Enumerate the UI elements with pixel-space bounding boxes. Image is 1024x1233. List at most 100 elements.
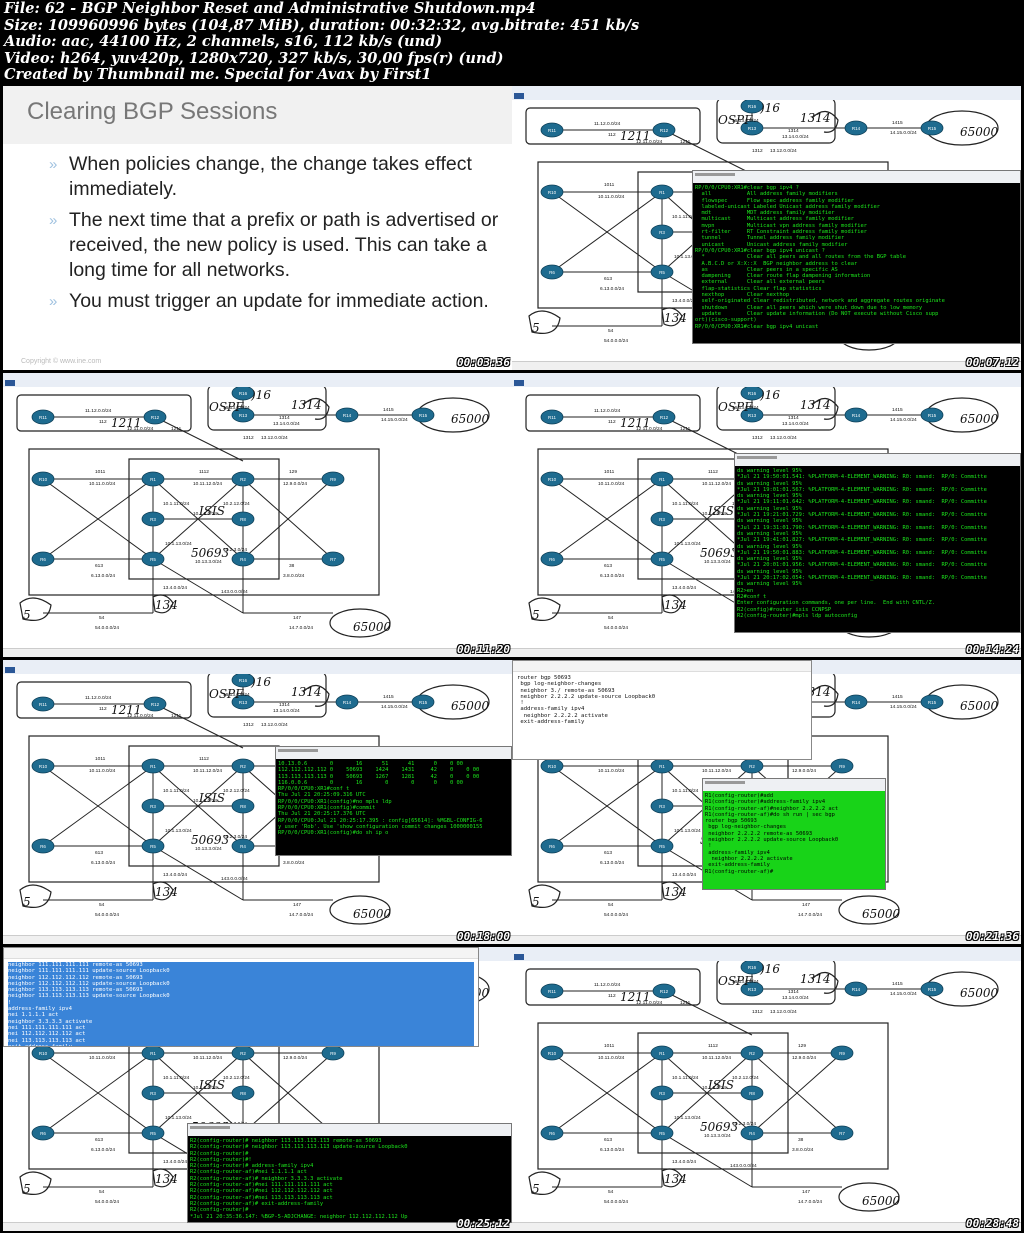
timestamp: 00:07:12: [966, 356, 1019, 369]
terminal-window[interactable]: ds warning level 95%*Jul 21 19:50:01.541…: [734, 453, 1021, 633]
terminal-line: *Jul 21 19:11:01.642: %PLATFORM-4-ELEMEN…: [737, 499, 987, 506]
router-label: R1: [659, 190, 665, 195]
subnet-label: 13.4.0.0/24: [163, 585, 187, 591]
terminal-line: R2(config-router)# address-family ipv4: [190, 1163, 314, 1170]
terminal-line: as Clear peers in a specific AS: [695, 266, 838, 273]
handwritten-label: 65000: [960, 699, 999, 713]
handwritten-label: 134: [155, 885, 178, 899]
ribbon-tabs[interactable]: [5, 380, 65, 386]
router-label: R1: [659, 1051, 665, 1056]
terminal-window[interactable]: RP/0/0/CPU0:XR1#clear bgp ipv4 ? all All…: [692, 170, 1021, 344]
router-label: R3: [150, 804, 156, 809]
subnet-label: 10.1.13.0/24: [165, 828, 192, 834]
terminal-line: *Jul 21 19:21:01.729: %PLATFORM-4-ELEMEN…: [737, 512, 987, 519]
as134-blob: [661, 881, 683, 901]
router-icon: R16: [740, 100, 764, 114]
router-label: R5: [150, 557, 156, 562]
as65000b-ellipse: [838, 895, 900, 925]
router-icon: R2: [740, 1045, 764, 1061]
subnet-label: 16.13.0.0/24: [732, 118, 759, 124]
notepad-titlebar[interactable]: [4, 948, 478, 959]
handwritten-label: 134: [155, 598, 178, 612]
paint-ribbon[interactable]: [3, 373, 512, 388]
thumb-paint-4: R11R12R16R13R14R15R10R1R2R9R3R8R6R5R4R7 …: [512, 373, 1021, 657]
router-label: R16: [748, 965, 757, 970]
router-icon: R10: [31, 1045, 55, 1061]
terminal-window[interactable]: R2(config-router)# neighbor 113.113.113.…: [187, 1123, 512, 1223]
ribbon-tabs[interactable]: [514, 954, 574, 960]
paint-ribbon[interactable]: [512, 947, 1021, 962]
handwritten-label: 5: [23, 895, 31, 909]
handwritten-label: OSPF: [718, 400, 753, 414]
router-label: R9: [839, 764, 845, 769]
paint-statusbar: [512, 648, 1021, 657]
subnet-label: 38: [289, 563, 295, 569]
subnet-label: 13.12.0.0/24: [770, 148, 797, 154]
router-label: R10: [548, 190, 557, 195]
subnet-label: 10.11.12.0/24: [702, 1055, 731, 1061]
subnet-label: 613: [604, 850, 612, 856]
router-label: R5: [150, 844, 156, 849]
router-icon: R11: [540, 983, 564, 999]
notepad-line: neighbor 112.112.112.112 update-source L…: [8, 980, 474, 988]
router-label: R3: [150, 1091, 156, 1096]
ribbon-tabs[interactable]: [514, 93, 574, 99]
router-label: R1: [150, 764, 156, 769]
ribbon-tabs[interactable]: [5, 667, 65, 673]
paint-ribbon[interactable]: [512, 373, 1021, 388]
handwritten-label: )16: [759, 388, 780, 402]
notepad-window[interactable]: neighbor 111.111.111.111 remote-as 50693…: [3, 947, 479, 1047]
video-info-header: File: 62 - BGP Neighbor Reset and Admini…: [0, 0, 1024, 84]
terminal-titlebar[interactable]: [276, 747, 511, 759]
subnet-label: 10.1.13.0/24: [674, 541, 701, 547]
terminal-line: A.B.C.D or X:X::X BGP neighbor address t…: [695, 260, 858, 267]
router-icon: R3: [650, 798, 674, 814]
notepad-titlebar[interactable]: [513, 661, 811, 672]
router-label: R5: [659, 557, 665, 562]
notepad-line: router bgp 50693: [517, 675, 571, 681]
subnet-label: 1211: [171, 426, 182, 432]
handwritten-label: 65000: [960, 986, 999, 1000]
router-label: R11: [548, 989, 556, 994]
handwritten-label: 1314: [291, 398, 322, 412]
terminal-line: y user 'Rob'. Use 'show configuration co…: [278, 823, 483, 830]
terminal-titlebar[interactable]: [735, 454, 1020, 466]
router-label: R16: [748, 104, 757, 109]
terminal-line: R1(config-router-af)#: [705, 868, 774, 875]
terminal-line: RP/0/0/CPU0:XR1#clear bgp ipv4 ?: [695, 185, 799, 191]
router-icon: R9: [321, 471, 345, 487]
thumb-paint-2: R11R12R16R13R14R15R10R1R2R9R3R8R6R5R4R7 …: [512, 86, 1021, 370]
router-label: R12: [151, 415, 160, 420]
router-icon: R13: [231, 694, 255, 710]
router-icon: R1: [650, 1045, 674, 1061]
bullet-text: When policies change, the change takes e…: [69, 153, 472, 200]
ribbon-tabs[interactable]: [514, 380, 574, 386]
router-label: R14: [852, 413, 861, 418]
router-label: R3: [150, 517, 156, 522]
subnet-label: 14.15.0.0/24: [381, 704, 408, 710]
notepad-window[interactable]: router bgp 50693 bgp log-neighbor-change…: [512, 660, 812, 760]
subnet-label: 6.13.0.0/24: [600, 573, 624, 579]
router-icon: R10: [31, 471, 55, 487]
terminal-titlebar[interactable]: [703, 779, 885, 791]
terminal-line: address-family ipv4: [705, 849, 770, 856]
terminal-titlebar[interactable]: [188, 1124, 511, 1136]
paint-ribbon[interactable]: [3, 660, 512, 675]
subnet-label: 11.12.0.0/24: [594, 408, 621, 414]
terminal-line: ds warning level 95%: [737, 493, 802, 500]
handwritten-label: 5: [23, 1182, 31, 1196]
router-label: R1: [659, 764, 665, 769]
router-icon: R6: [540, 551, 564, 567]
subnet-label: 10.2.12.0/24: [223, 788, 250, 794]
router-icon: R9: [321, 1045, 345, 1061]
subnet-label: 1011: [604, 182, 615, 188]
paint-ribbon[interactable]: [512, 86, 1021, 101]
router-label: R3: [659, 230, 665, 235]
terminal-line: RP/0/0/CPU0:XR1(config)#no mpls ldp: [278, 798, 392, 805]
bullet-text: The next time that a prefix or path is a…: [69, 209, 499, 281]
terminal-titlebar[interactable]: [693, 171, 1020, 183]
